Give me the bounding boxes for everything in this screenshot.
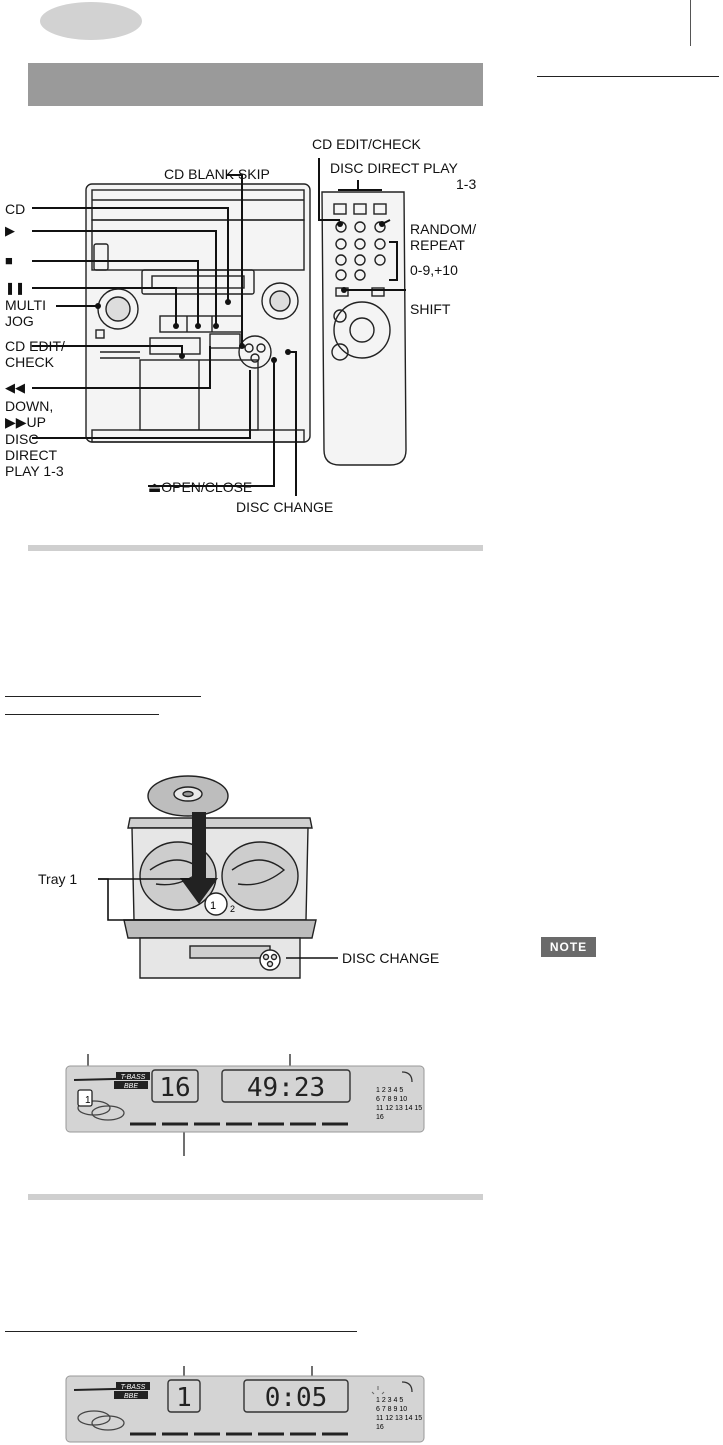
display-2-figure: T-BASS BBE 1 0:05 1 2 3 4 5 6 7 8 9 10 1… — [65, 1366, 425, 1443]
track-grid-1-row4: 16 — [376, 1114, 384, 1121]
time-readout-1: 49:23 — [247, 1073, 325, 1103]
note-badge: NOTE — [541, 937, 596, 957]
track-grid-1-row1: 1 2 3 4 5 — [376, 1087, 403, 1094]
label-direct: DIRECT — [5, 447, 58, 463]
label-numbers: 0-9,+10 — [410, 262, 458, 278]
time-box-2 — [243, 1379, 349, 1413]
label-play-1-3: PLAY 1-3 — [5, 463, 64, 479]
label-cd-edit: CD EDIT/ — [5, 338, 65, 354]
track-box-1 — [151, 1069, 199, 1103]
tray-number-1: 1 — [210, 900, 216, 912]
label-down: DOWN, — [5, 398, 54, 414]
lcd-bracket-1 — [401, 1071, 413, 1083]
track-grid-1-row3: 11 12 13 14 15 — [376, 1105, 422, 1112]
track-grid-2-row1: 1 2 3 4 5 — [376, 1397, 403, 1404]
pause-icon: ❚❚ — [5, 281, 26, 295]
label-open-close: ⏏OPEN/CLOSE — [148, 479, 253, 495]
label-jog: JOG — [5, 313, 34, 329]
label-remote-ddp: DISC DIRECT PLAY — [330, 160, 458, 176]
play-icon: ▶ — [5, 223, 15, 238]
label-remote-cd-edit: CD EDIT/CHECK — [312, 136, 421, 152]
label-multi: MULTI — [5, 297, 46, 313]
cd-changer-illustration — [123, 817, 317, 979]
indicator-bbe-2: BBE — [124, 1393, 138, 1400]
label-random: RANDOM/ — [410, 221, 477, 237]
disc-tray-icon-1 — [77, 1089, 125, 1121]
label-disc-change: DISC CHANGE — [236, 499, 334, 515]
label-check: CHECK — [5, 354, 55, 370]
stop-icon: ■ — [5, 253, 13, 268]
indicator-tbass-2: T-BASS — [121, 1384, 146, 1391]
disc-illustration — [147, 775, 229, 817]
tray-figure: 1 2 — [98, 775, 338, 979]
indicator-strip-2: T-BASS BBE — [73, 1382, 151, 1400]
lcd-panel-1 — [65, 1065, 425, 1133]
controls-figure — [32, 158, 407, 496]
leader-lines — [32, 158, 406, 496]
heading-underline-3 — [5, 1331, 357, 1332]
label-cd-blank-skip: CD BLANK SKIP — [164, 166, 270, 182]
disc-number-1: 1 — [85, 1095, 91, 1106]
blink-icon — [371, 1386, 385, 1395]
section-rule-2 — [28, 1194, 483, 1200]
rewind-icon: ◀◀ — [5, 380, 25, 395]
tray-leader-lines — [98, 878, 338, 959]
button-dots — [95, 221, 385, 363]
disc-tray-icon-2 — [77, 1410, 125, 1431]
remote-illustration — [321, 191, 407, 466]
track-grid-2-row4: 16 — [376, 1424, 384, 1431]
margin-divider — [690, 0, 691, 46]
section-rule-1 — [28, 545, 483, 551]
display-1-figure: T-BASS BBE 1 16 49:23 1 2 3 4 5 6 7 8 9 … — [65, 1054, 425, 1156]
tray-number-2: 2 — [230, 904, 235, 914]
indicator-bbe-1: BBE — [124, 1083, 138, 1090]
section-header-bar — [28, 63, 483, 106]
section-tab-oval — [40, 2, 142, 40]
label-tray-1: Tray 1 — [38, 871, 78, 887]
heading-underline-2 — [5, 714, 159, 715]
track-grid-1-row2: 6 7 8 9 10 — [376, 1096, 407, 1103]
indicator-strip-1: T-BASS BBE — [73, 1072, 151, 1090]
label-cd: CD — [5, 201, 26, 217]
heading-underline-1 — [5, 696, 201, 697]
track-number-1: 16 — [159, 1073, 190, 1103]
indicator-tbass-1: T-BASS — [121, 1074, 146, 1081]
label-remote-ddp-num: 1-3 — [456, 176, 477, 192]
label-repeat: REPEAT — [410, 237, 465, 253]
sidebar-rule — [537, 76, 719, 77]
track-grid-2-row3: 11 12 13 14 15 — [376, 1415, 422, 1422]
track-number-2: 1 — [176, 1383, 192, 1413]
label-up: ▶▶UP — [5, 414, 46, 430]
track-box-2 — [167, 1379, 201, 1413]
time-readout-2: 0:05 — [265, 1383, 328, 1413]
insert-arrow — [180, 812, 218, 904]
track-grid-2-row2: 6 7 8 9 10 — [376, 1406, 407, 1413]
label-tray-disc-change: DISC CHANGE — [342, 950, 440, 966]
label-disc: DISC — [5, 431, 39, 447]
lcd-panel-2 — [65, 1375, 425, 1443]
time-box-1 — [221, 1069, 351, 1103]
label-shift: SHIFT — [410, 301, 451, 317]
lcd-bracket-2 — [401, 1381, 413, 1393]
